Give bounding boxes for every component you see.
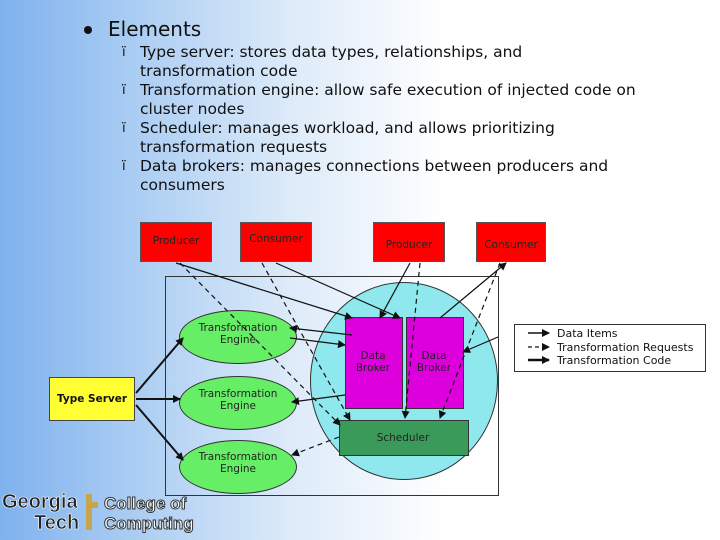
logo-emblem-icon [86, 494, 98, 530]
arrow-request-consumer [261, 262, 351, 421]
transformation-engine-2-label: Transformation Engine [198, 388, 278, 412]
transformation-engine-1-label: Transformation Engine [198, 322, 278, 346]
slide-heading: Elements [108, 17, 202, 41]
producer-right-box: Producer [373, 222, 445, 262]
bullet-dot-icon [84, 26, 92, 34]
legend-transformation-code: Transformation Code [557, 354, 672, 367]
arrow-broker-to-consumer-right [439, 262, 507, 319]
transformation-engine-2 [179, 376, 297, 430]
logo-georgia: Georgia [2, 491, 78, 513]
scheduler-label: Scheduler [376, 432, 430, 444]
arrow-cluster-to-broker [462, 336, 499, 353]
arrow-code-to-engine-3 [135, 404, 184, 461]
legend-transformation-requests: Transformation Requests [557, 341, 694, 354]
legend-data-items: Data Items [557, 327, 618, 340]
transformation-engine-3 [179, 440, 297, 494]
logo-college-of: College of [104, 494, 187, 513]
logo-tech: Tech [34, 512, 79, 534]
arrow-producer-right-to-broker [379, 262, 411, 319]
producer-left-box: Producer [140, 222, 212, 262]
arrow-request-producer [179, 262, 341, 426]
consumer-left-box: Consumer [240, 222, 312, 262]
arrow-broker-to-engine-2 [291, 394, 346, 406]
sub-bullet-icon: ï [122, 45, 126, 60]
scheduler-box [339, 420, 469, 456]
transformation-engine-1 [179, 310, 297, 364]
transformation-engine-3-label: Transformation Engine [198, 451, 278, 475]
data-broker-2-label: Data Broker [416, 350, 452, 374]
arrow-request-consumer-right [438, 262, 501, 419]
logo-computing: Computing [104, 514, 194, 533]
data-broker-1 [345, 317, 403, 409]
data-broker-2 [406, 317, 464, 409]
data-broker-1-label: Data Broker [355, 350, 391, 374]
type-server-box: Type Server [49, 377, 135, 421]
sub-bullet-icon: ï [122, 83, 126, 98]
georgia-tech-logo: Georgia Tech College of Computing [2, 491, 195, 535]
arrow-broker-to-consumer [275, 262, 401, 319]
consumer-right-box: Consumer [476, 222, 546, 262]
arrow-broker-to-engine-1 [289, 324, 353, 336]
arrow-producer-to-broker [175, 262, 353, 320]
arrow-request-producer-right [401, 262, 421, 419]
arrow-engine-1-to-broker [289, 337, 346, 349]
cluster-frame [165, 276, 499, 496]
sub-bullet-icon: ï [122, 159, 126, 174]
sub-bullet-icon: ï [122, 121, 126, 136]
arrow-code-to-engine-1 [135, 337, 184, 394]
